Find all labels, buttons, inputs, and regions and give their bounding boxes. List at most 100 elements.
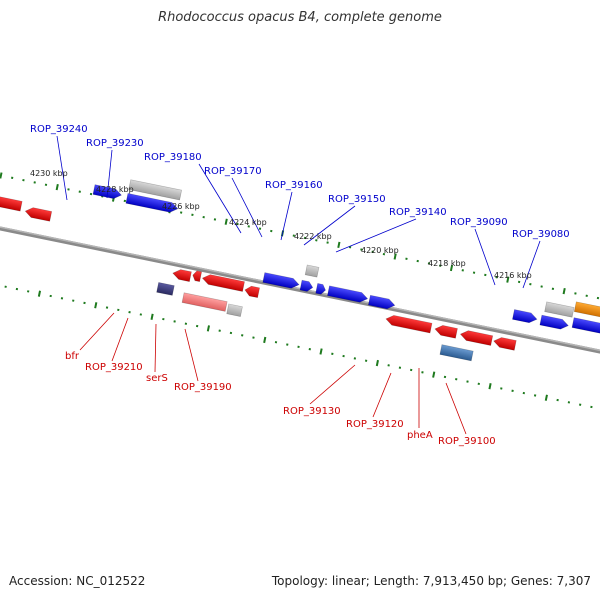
major-tick <box>337 241 341 249</box>
reverse-gene-arrow[interactable] <box>244 285 260 298</box>
forward-gene-arrow[interactable] <box>125 193 179 213</box>
major-tick <box>224 218 228 225</box>
reverse-gene-arrow[interactable] <box>172 268 192 282</box>
reverse-gene-label[interactable]: pheA <box>407 430 433 441</box>
minor-tick <box>195 324 199 328</box>
forward-gene-label[interactable]: ROP_39180 <box>144 152 202 163</box>
major-tick <box>562 288 566 295</box>
reverse-gene-label[interactable]: ROP_39190 <box>174 382 232 393</box>
pink-gene-box[interactable] <box>181 292 228 312</box>
major-tick <box>55 183 59 191</box>
scale-tick-label: 4222 kbp <box>294 232 332 241</box>
forward-gene-label[interactable]: ROP_39090 <box>450 217 508 228</box>
forward-gene-arrow[interactable] <box>315 283 327 295</box>
reverse-gene-label[interactable]: bfr <box>65 351 80 362</box>
forward-gene-arrow[interactable] <box>327 285 369 304</box>
minor-tick <box>22 178 25 182</box>
reverse-gene-label[interactable]: ROP_39100 <box>438 436 496 447</box>
dark-gray-gene-box[interactable] <box>304 264 320 278</box>
forward-gene-label[interactable]: ROP_39240 <box>30 124 88 135</box>
reverse-gene-arrow[interactable] <box>385 314 433 334</box>
forward-gene-arrow[interactable] <box>299 279 314 292</box>
scale-tick-label: 4230 kbp <box>30 169 68 178</box>
forward-gene-arrow[interactable] <box>262 272 300 290</box>
forward-gene-arrow[interactable] <box>512 309 538 325</box>
major-tick <box>94 302 98 309</box>
minor-tick <box>292 234 295 237</box>
forward-gene-arrow[interactable] <box>368 294 396 310</box>
forward-gene-arrow[interactable] <box>571 317 600 336</box>
minor-tick <box>274 341 278 344</box>
minor-tick <box>105 306 109 309</box>
forward-gene-arrow[interactable] <box>92 184 122 200</box>
orange-gene-box[interactable] <box>573 301 600 321</box>
minor-tick <box>247 225 250 228</box>
forward-gene-labels[interactable]: ROP_39240ROP_39230ROP_39180ROP_39170ROP_… <box>30 124 570 240</box>
minor-tick <box>218 329 221 332</box>
minor-tick <box>353 357 357 360</box>
forward-label-connector <box>198 163 242 234</box>
reverse-gene-arrow[interactable] <box>192 270 202 283</box>
minor-tick <box>252 336 255 339</box>
genome-title: Rhodococcus opacus B4, complete genome <box>158 10 442 25</box>
scale-tick-label: 4228 kbp <box>96 185 134 194</box>
minor-tick <box>472 271 476 274</box>
forward-gene-arrow[interactable] <box>539 314 569 330</box>
forward-gene-label[interactable]: ROP_39170 <box>204 166 262 177</box>
reverse-gene-arrow[interactable] <box>201 273 245 292</box>
minor-tick <box>258 227 262 230</box>
forward-label-connector <box>56 135 68 201</box>
reverse-gene-arrow[interactable] <box>459 329 494 346</box>
minor-tick <box>241 334 244 337</box>
gene-features[interactable] <box>0 153 600 397</box>
reverse-gene-label[interactable]: ROP_39130 <box>283 406 341 417</box>
minor-tick <box>173 320 176 323</box>
gray-gene-box[interactable] <box>544 301 575 318</box>
minor-tick <box>522 391 526 395</box>
minor-tick <box>4 285 7 288</box>
minor-tick <box>139 313 143 316</box>
minor-tick <box>596 296 600 300</box>
accession-text: Accession: NC_012522 <box>9 574 146 588</box>
minor-tick <box>49 294 52 298</box>
forward-gene-label[interactable]: ROP_39230 <box>86 138 144 149</box>
forward-gene-label[interactable]: ROP_39160 <box>265 180 323 191</box>
minor-tick <box>10 176 14 180</box>
reverse-gene-arrow[interactable] <box>0 195 23 212</box>
reverse-gene-arrow[interactable] <box>24 206 53 222</box>
minor-tick <box>331 352 334 355</box>
reverse-gene-label[interactable]: ROP_39210 <box>85 362 143 373</box>
minor-tick <box>416 259 419 263</box>
minor-tick <box>303 236 307 240</box>
gray-gene-box[interactable] <box>226 303 243 317</box>
purple-gene-box[interactable] <box>156 282 175 296</box>
forward-gene-label[interactable]: ROP_39140 <box>389 207 447 218</box>
minor-tick <box>360 248 363 251</box>
minor-tick <box>578 403 582 406</box>
reverse-gene-arrow[interactable] <box>434 324 458 339</box>
minor-tick <box>574 292 577 295</box>
minor-tick <box>529 283 532 286</box>
scale-tick-label: 4220 kbp <box>361 246 399 255</box>
steel-blue-gene-box[interactable] <box>439 344 474 362</box>
minor-tick <box>15 287 19 291</box>
pseudo-gene-box[interactable] <box>128 179 183 201</box>
reverse-gene-arrow[interactable] <box>493 336 517 351</box>
major-tick <box>506 276 510 283</box>
minor-tick <box>421 371 424 374</box>
reverse-label-connector <box>445 382 467 435</box>
minor-tick <box>44 183 48 186</box>
reverse-gene-label[interactable]: ROP_39120 <box>346 419 404 430</box>
reverse-gene-label[interactable]: serS <box>146 373 168 384</box>
minor-tick <box>229 331 233 335</box>
minor-tick <box>78 190 81 193</box>
major-tick <box>37 290 42 297</box>
minor-tick <box>466 380 469 383</box>
minor-tick <box>382 252 386 256</box>
forward-gene-label[interactable]: ROP_39080 <box>512 229 570 240</box>
scale-tick-label: 4218 kbp <box>428 259 466 268</box>
forward-gene-label[interactable]: ROP_39150 <box>328 194 386 205</box>
